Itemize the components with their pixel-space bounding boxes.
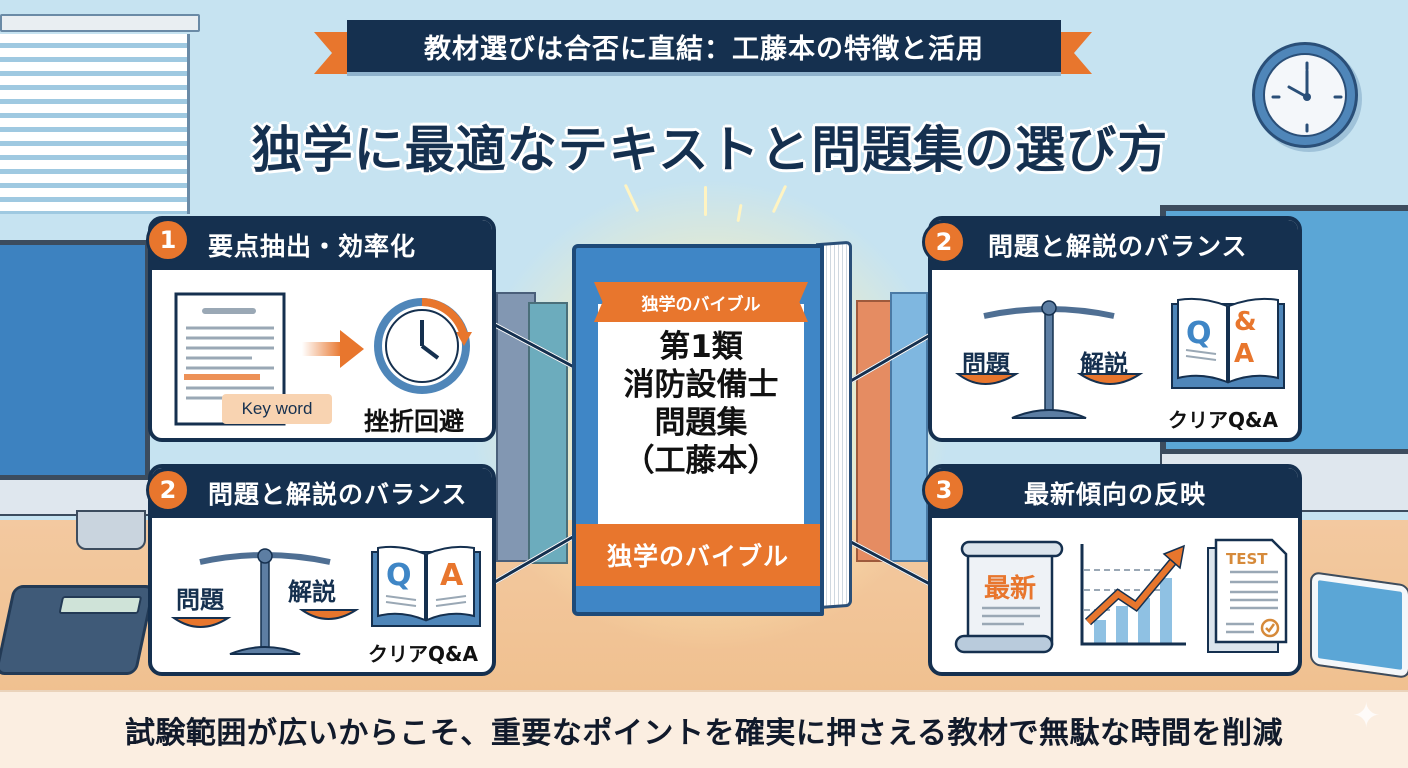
right-pan-label: 解説 — [1080, 350, 1128, 378]
keyword-tag: Key word — [222, 394, 332, 424]
card-number-badge: 1 — [146, 218, 190, 262]
scroll-icon — [954, 540, 1064, 654]
page-title: 独学に最適なテキストと問題集の選び方 — [251, 121, 1169, 179]
header-banner: 教材選びは合否に直結：工藤本の特徴と活用 — [347, 20, 1061, 72]
sparkle-icon: ✦ — [1352, 696, 1381, 736]
card-title: 要点抽出・効率化 — [208, 232, 417, 261]
a-letter: A — [440, 558, 464, 593]
calculator-icon — [0, 585, 156, 675]
card-title: 問題と解説のバランス — [988, 232, 1248, 261]
card-number-badge: 2 — [922, 220, 966, 264]
left-pan-label: 問題 — [962, 350, 1010, 378]
card-number-badge: 3 — [922, 468, 966, 512]
wall-clock-icon — [1252, 42, 1358, 148]
left-monitor-stand — [76, 510, 146, 550]
balance-scale-icon — [170, 548, 360, 655]
q-letter: Q — [386, 558, 412, 593]
card-latest-trends: 最新傾向の反映 最新 TEST — [928, 464, 1302, 676]
card-title: 問題と解説のバランス — [208, 480, 468, 509]
arrow-right-icon — [302, 330, 364, 368]
rising-chart-icon — [1080, 544, 1186, 646]
left-monitor — [0, 240, 150, 480]
result-label: 挫折回避 — [364, 407, 465, 436]
background-book — [528, 302, 568, 564]
scroll-label: 最新 — [984, 574, 1037, 604]
book-ribbon: 独学のバイブル — [594, 282, 808, 322]
book-caption: クリアQ&A — [1168, 408, 1278, 432]
open-book-qa-icon — [371, 545, 481, 627]
window-blinds — [0, 14, 200, 214]
card-number-badge: 2 — [146, 468, 190, 512]
left-monitor-base — [0, 478, 150, 516]
test-paper-icon — [1207, 538, 1288, 653]
card-balance-left: 問題と解説のバランス 問題 解説 Q A クリアQ&A — [148, 464, 496, 676]
right-pan-label: 解説 — [288, 578, 336, 606]
left-pan-label: 問題 — [176, 586, 224, 614]
tablet-icon — [1310, 570, 1408, 680]
card-key-points: 要点抽出・効率化 Key word 挫折 — [148, 216, 496, 442]
open-book-qa-icon — [1171, 297, 1285, 389]
card-title: 最新傾向の反映 — [1023, 480, 1206, 509]
balance-scale-icon — [955, 300, 1144, 419]
footer-text: 試験範囲が広いからこそ、重要なポイントを確実に押さえる教材で無駄な時間を削減 — [124, 716, 1284, 751]
book-caption: クリアQ&A — [368, 642, 478, 666]
featured-book: 独学のバイブル 第1類 消防設備士 問題集 （工藤本） 独学のバイブル — [572, 236, 854, 616]
glow-ray — [704, 186, 707, 216]
banner-text: 教材選びは合否に直結：工藤本の特徴と活用 — [424, 33, 984, 65]
background-book — [890, 292, 928, 562]
book-cover: 独学のバイブル 第1類 消防設備士 問題集 （工藤本） 独学のバイブル — [572, 244, 824, 616]
q-letter: Q — [1186, 316, 1212, 351]
book-title: 第1類 消防設備士 問題集 （工藤本） — [623, 329, 779, 479]
test-label: TEST — [1226, 550, 1268, 568]
a-letter: &A — [1234, 307, 1257, 369]
book-band: 独学のバイブル — [576, 524, 820, 586]
card-balance-right: 問題と解説のバランス 問題 解説 Q &A クリアQ&A — [928, 216, 1302, 442]
footer-background — [0, 690, 1408, 768]
clock-refresh-icon — [374, 298, 472, 394]
